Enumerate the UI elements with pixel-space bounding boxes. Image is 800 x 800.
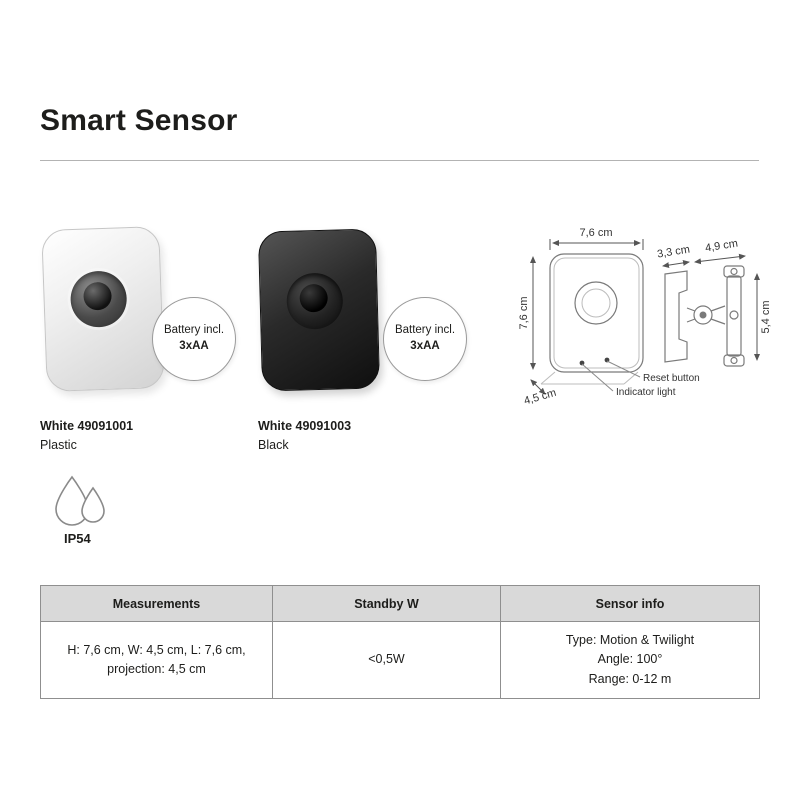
top-screw-hole [730, 267, 738, 276]
reset-button-label: Reset button [643, 373, 700, 384]
product-caption: White 49091003 Black [258, 417, 351, 455]
pir-lens [286, 272, 344, 330]
dim-bracket-width-label: 4,9 cm [704, 238, 738, 255]
dim-depth-label: 4,5 cm [523, 387, 558, 408]
dim-depth-line [530, 379, 546, 395]
dim-height-label: 7,6 cm [518, 296, 530, 329]
pir-lens [69, 270, 128, 329]
product-photo-black [257, 228, 381, 392]
depth-edges [540, 371, 639, 385]
spec-value-sensor-info: Type: Motion & Twilight Angle: 100° Rang… [565, 632, 695, 686]
product-material: Plastic [40, 437, 77, 452]
dim-bracket-height-label: 5,4 cm [760, 300, 772, 333]
bracket-arm [686, 305, 726, 325]
front-view-outline [549, 253, 644, 373]
page-title: Smart Sensor [40, 104, 238, 137]
spec-value-standby: <0,5W [273, 622, 501, 698]
dim-bracket-depth-line [662, 259, 690, 269]
battery-badge-qty: 3xAA [179, 340, 209, 352]
center-screw-hole [729, 310, 739, 320]
bracket-clamp [664, 270, 688, 363]
battery-badge-text: Battery incl. [163, 324, 225, 337]
hinge-pin [699, 311, 707, 319]
dim-bracket-depth-label: 3,3 cm [656, 244, 690, 261]
spec-table: Measurements Standby W Sensor info H: 7,… [40, 585, 760, 699]
spec-header-measurements: Measurements [41, 586, 273, 622]
indicator-light-dot [579, 360, 585, 366]
spec-value-measurements: H: 7,6 cm, W: 4,5 cm, L: 7,6 cm, project… [41, 622, 273, 698]
battery-badge: Battery incl. 3xAA [152, 297, 236, 381]
front-view-inner-edge [553, 257, 640, 369]
side-view-bracket [664, 265, 745, 367]
spec-header-standby: Standby W [273, 586, 501, 622]
reset-leader-line [606, 360, 641, 378]
product-caption: White 49091001 Plastic [40, 417, 133, 455]
dim-bracket-width-line [694, 253, 746, 265]
ip54-drops-icon [55, 475, 105, 526]
product-name: White 49091001 [40, 419, 134, 433]
lens-circle [574, 281, 618, 325]
product-name: White 49091003 [258, 419, 352, 433]
lens-inner-circle [581, 288, 611, 318]
hinge-joint [693, 305, 713, 325]
front-view [540, 253, 644, 392]
indicator-leader-line [581, 363, 614, 392]
wall-plate-bottom-tab [723, 354, 745, 367]
wall-plate-top-tab [723, 265, 745, 278]
title-divider [40, 160, 759, 161]
wall-plate [726, 275, 742, 357]
large-drop [55, 475, 89, 526]
indicator-light-label: Indicator light [616, 387, 676, 398]
dimension-diagram: 7,6 cm 7,6 cm 4,5 cm 3,3 cm 4,9 cm 5,4 c… [518, 227, 772, 408]
bottom-screw-hole [730, 356, 738, 365]
small-drop [81, 486, 105, 523]
spec-header-sensor-info: Sensor info [501, 586, 759, 622]
callout-labels: Reset button Indicator light [616, 373, 700, 398]
product-photo-white [41, 225, 165, 393]
battery-badge: Battery incl. 3xAA [383, 297, 467, 381]
product-material: Black [258, 437, 289, 452]
dimension-lines [530, 239, 760, 395]
ip-rating-label: IP54 [64, 531, 91, 546]
battery-badge-qty: 3xAA [410, 340, 440, 352]
dim-width-label: 7,6 cm [579, 227, 612, 239]
battery-badge-text: Battery incl. [394, 324, 456, 337]
